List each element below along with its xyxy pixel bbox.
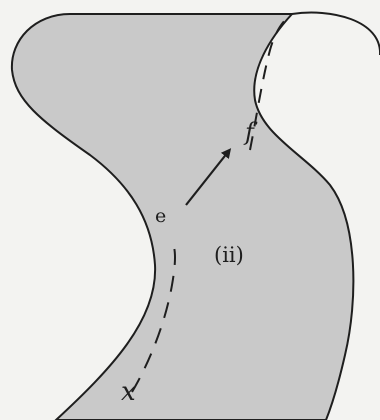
- label-region-ii: (ii): [214, 243, 244, 267]
- dashed-path: [131, 239, 176, 393]
- label-e: e: [155, 205, 166, 227]
- dashed-path-upper: [249, 13, 293, 151]
- label-x: x: [121, 377, 136, 407]
- notch-boundary: [291, 11, 380, 55]
- shaded-region: [10, 13, 355, 420]
- arrow-e-to-f: [185, 148, 232, 206]
